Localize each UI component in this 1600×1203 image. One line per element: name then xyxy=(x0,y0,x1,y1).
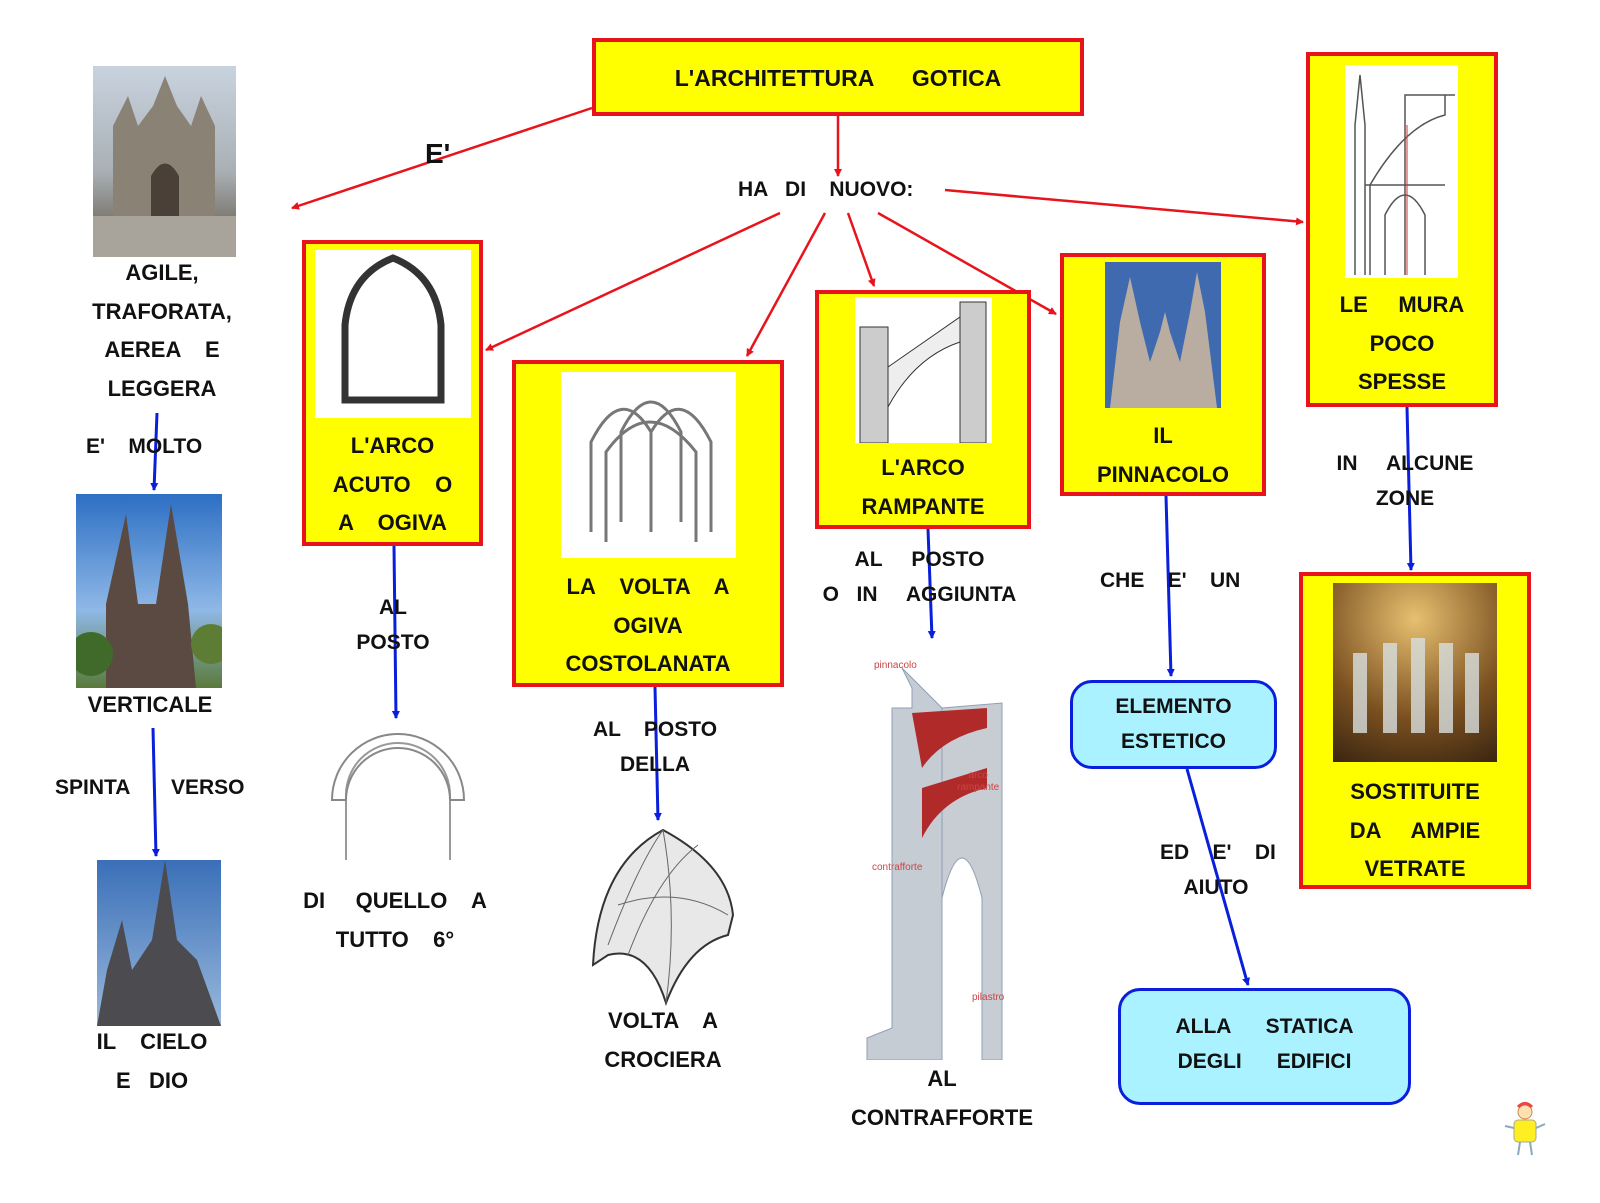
wall-section-drawing xyxy=(1345,65,1458,278)
node-mura: LE MURA POCO SPESSE xyxy=(1306,52,1498,407)
node-statica-edifici: ALLA STATICA DEGLI EDIFICI xyxy=(1118,988,1411,1105)
qualities-text: AGILE, TRAFORATA, AEREA E LEGGERA xyxy=(92,260,232,401)
pointed-arch-drawing xyxy=(315,250,471,418)
label-al-posto: AL POSTO xyxy=(356,596,430,654)
buttress-diagram: pinnacolo arco rampante contrafforte pil… xyxy=(862,648,1017,1060)
round-arch-drawing xyxy=(330,733,466,860)
crociera-text: VOLTA A CROCIERA xyxy=(604,1008,722,1072)
buttress-label-arco: arco rampante xyxy=(957,770,1000,793)
label-e: E' xyxy=(425,138,451,169)
label-e-molto: E' MOLTO xyxy=(86,435,203,458)
buttress-label-pinnacolo: pinnacolo xyxy=(874,660,917,671)
statica-text: ALLA STATICA DEGLI EDIFICI xyxy=(1175,1015,1354,1073)
node-volta-ogiva: LA VOLTA A OGIVA COSTOLANATA xyxy=(512,360,784,687)
pinnacolo-text: IL PINNACOLO xyxy=(1097,423,1229,487)
label-al-posto-della: AL POSTO DELLA xyxy=(592,718,718,776)
label-in-alcune-zone: IN ALCUNE ZONE xyxy=(1336,452,1474,510)
cathedral-facade-photo xyxy=(93,66,236,257)
mascot-icon xyxy=(1504,1102,1546,1156)
stained-glass-photo xyxy=(1333,583,1497,762)
tutto-sesto-text: DI QUELLO A TUTTO 6° xyxy=(303,888,487,952)
label-verso: VERSO xyxy=(171,776,245,799)
title-text: L'ARCHITETTURA GOTICA xyxy=(674,65,1002,91)
buttress-label-contrafforte: contrafforte xyxy=(872,862,923,873)
label-spinta: SPINTA xyxy=(55,776,131,799)
node-pinnacolo: IL PINNACOLO xyxy=(1060,253,1266,496)
pinnacle-photo xyxy=(1105,262,1221,408)
node-arco-acuto: L'ARCO ACUTO O A OGIVA xyxy=(302,240,483,546)
red-arrows xyxy=(291,106,1304,357)
blue-arrows xyxy=(150,406,1415,986)
ribbed-vault-drawing xyxy=(561,372,736,558)
title-node: L'ARCHITETTURA GOTICA xyxy=(592,38,1084,116)
elemento-estetico-text: ELEMENTO ESTETICO xyxy=(1115,695,1232,753)
mura-text: LE MURA POCO SPESSE xyxy=(1339,292,1465,394)
contrafforte-text: AL CONTRAFFORTE xyxy=(850,1066,1034,1130)
label-ha-di-nuovo: HA DI NUOVO: xyxy=(738,178,914,201)
arco-acuto-text: L'ARCO ACUTO O A OGIVA xyxy=(332,433,453,535)
buttress-label-pilastro: pilastro xyxy=(972,992,1005,1003)
node-elemento-estetico: ELEMENTO ESTETICO xyxy=(1070,680,1277,769)
flying-buttress-drawing xyxy=(855,297,992,443)
label-che-e-un: CHE E' UN xyxy=(1100,569,1241,592)
volta-text: LA VOLTA A OGIVA COSTOLANATA xyxy=(565,574,731,676)
twin-spires-photo xyxy=(76,494,222,688)
node-arco-rampante: L'ARCO RAMPANTE xyxy=(815,290,1031,529)
label-ed-e-di-aiuto: ED E' DI AIUTO xyxy=(1160,841,1276,899)
cross-vault-drawing xyxy=(591,828,735,1007)
arco-rampante-text: L'ARCO RAMPANTE xyxy=(861,455,985,519)
vetrate-text: SOSTITUITE DA AMPIE VETRATE xyxy=(1349,779,1481,881)
spire-sky-photo xyxy=(97,860,221,1026)
label-al-posto-aggiunta: AL POSTO O IN AGGIUNTA xyxy=(822,548,1017,606)
node-vetrate: SOSTITUITE DA AMPIE VETRATE xyxy=(1299,572,1531,889)
cielo-text: IL CIELO E DIO xyxy=(96,1029,208,1093)
verticale-text: VERTICALE xyxy=(87,692,213,717)
